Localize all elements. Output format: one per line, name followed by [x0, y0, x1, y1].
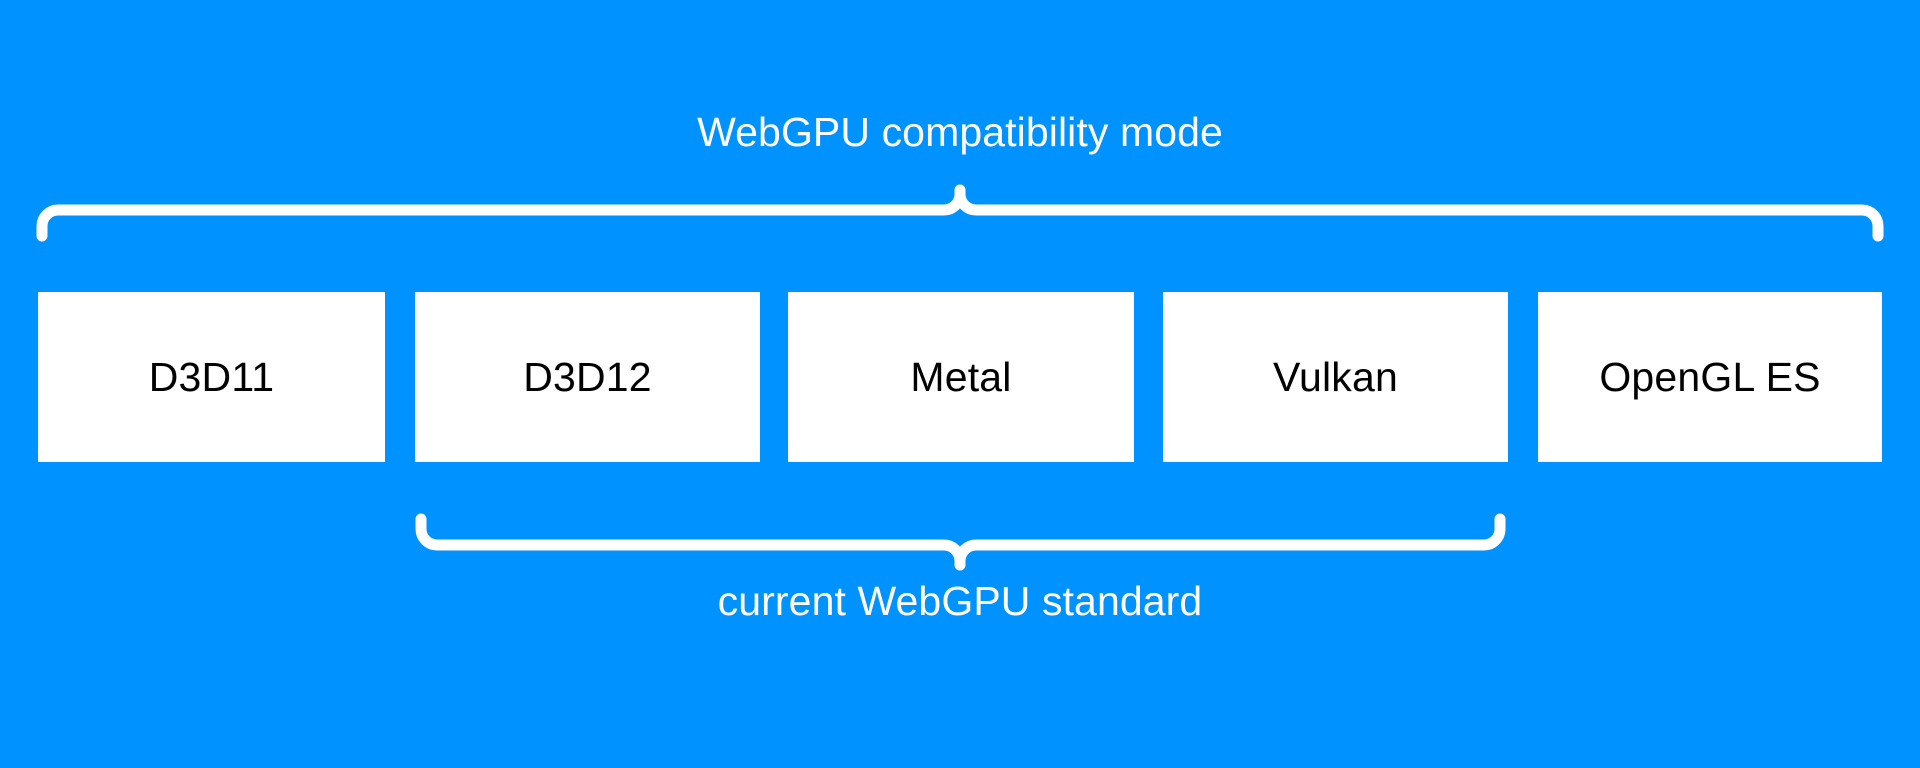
api-box-vulkan[interactable]: Vulkan — [1163, 292, 1508, 462]
api-box-d3d12[interactable]: D3D12 — [415, 292, 760, 462]
api-box-label: D3D12 — [523, 353, 652, 400]
top-brace-icon — [36, 184, 1884, 242]
top-group-label: WebGPU compatibility mode — [697, 109, 1223, 155]
api-box-label: OpenGL ES — [1599, 353, 1821, 400]
api-box-label: Metal — [910, 353, 1012, 400]
bottom-brace-icon — [415, 513, 1506, 571]
bottom-group-label: current WebGPU standard — [717, 578, 1203, 624]
api-box-d3d11[interactable]: D3D11 — [38, 292, 385, 462]
api-box-row: D3D11 D3D12 Metal Vulkan OpenGL ES — [0, 292, 1920, 462]
api-box-opengl-es[interactable]: OpenGL ES — [1538, 292, 1882, 462]
api-box-metal[interactable]: Metal — [788, 292, 1134, 462]
api-box-label: Vulkan — [1272, 353, 1399, 400]
api-box-label: D3D11 — [148, 353, 275, 400]
